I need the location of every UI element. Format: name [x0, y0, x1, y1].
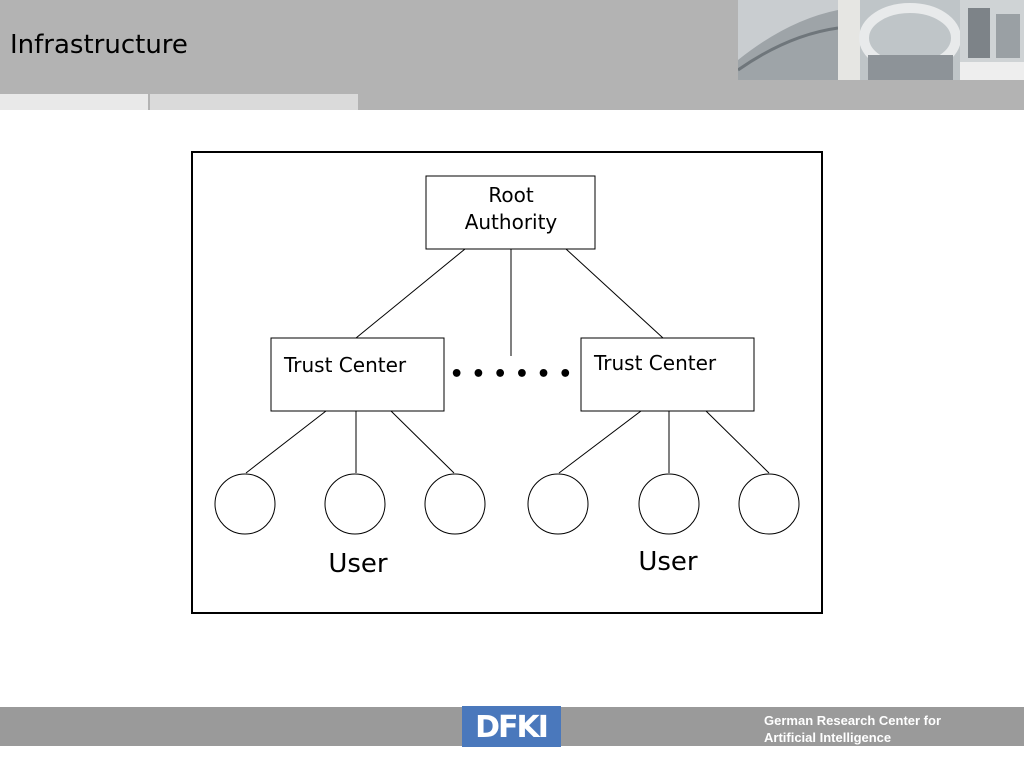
- user-node: [324, 473, 386, 535]
- slide-header: Infrastructure: [0, 0, 1024, 110]
- organization-name: German Research Center for Artificial In…: [764, 712, 1014, 746]
- dfki-logo-text: DFKI: [475, 710, 547, 745]
- pki-hierarchy-diagram: Root Authority Trust Center • • • • • • …: [191, 151, 823, 614]
- root-authority-node: Root Authority: [425, 175, 596, 250]
- header-strip-right: [150, 94, 358, 110]
- trust-center-node-left: Trust Center: [270, 337, 445, 412]
- dfki-logo: DFKI: [462, 706, 561, 747]
- connector-tc-left-user-1: [245, 410, 327, 474]
- user-node: [527, 473, 589, 535]
- connector-root-tc-left: [355, 248, 466, 339]
- user-label-right: User: [638, 547, 698, 577]
- slide-title: Infrastructure: [10, 30, 188, 60]
- connector-tc-left-user-3: [390, 410, 455, 474]
- building-photo: [738, 0, 1024, 80]
- org-line-2: Artificial Intelligence: [764, 730, 892, 745]
- user-node: [214, 473, 276, 535]
- connector-tc-right-user-3: [705, 410, 770, 474]
- header-strip-left: [0, 94, 148, 110]
- root-label-line-2: Authority: [465, 210, 558, 234]
- trust-center-label-right: Trust Center: [593, 351, 717, 375]
- org-line-1: German Research Center for: [764, 713, 942, 728]
- connector-tc-right-user-1: [558, 410, 642, 474]
- ellipsis-dots: • • • • • •: [450, 362, 573, 387]
- trust-center-node-right: Trust Center: [580, 337, 755, 412]
- user-label-left: User: [328, 549, 388, 579]
- user-node: [424, 473, 486, 535]
- root-label-line-1: Root: [488, 183, 533, 207]
- user-node: [638, 473, 700, 535]
- connector-root-tc-right: [565, 248, 664, 339]
- trust-center-label-left: Trust Center: [283, 353, 407, 377]
- user-node: [738, 473, 800, 535]
